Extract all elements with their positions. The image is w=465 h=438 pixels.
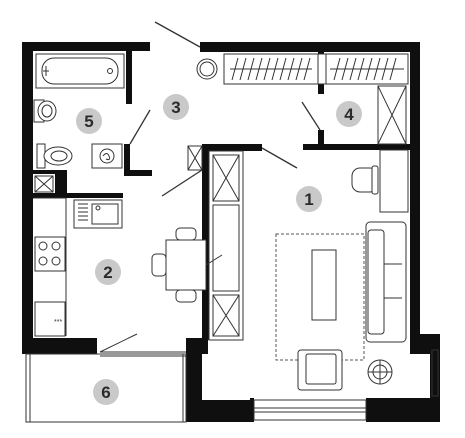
room-badge-5: 5 (76, 108, 102, 134)
tall-wardrobe (208, 150, 244, 341)
chair-icon (351, 165, 379, 195)
room-number-2: 2 (103, 263, 112, 282)
room4-door (301, 101, 321, 131)
cabinet-icon (187, 145, 203, 171)
fridge-icon: *** (34, 301, 66, 337)
room-number-3: 3 (171, 98, 180, 117)
armchair-icon (297, 349, 343, 391)
washing-machine-icon (91, 143, 123, 169)
dining-table-icon (151, 227, 223, 303)
room-badge-6: 6 (93, 379, 119, 405)
toilet-icon (36, 143, 73, 169)
room-number-1: 1 (304, 190, 313, 209)
windows (253, 349, 439, 421)
room-labels: 1 2 3 4 5 6 (76, 94, 362, 405)
desk-icon (379, 149, 409, 213)
room-badge-3: 3 (163, 94, 189, 120)
floor-lamp-icon (367, 359, 393, 385)
sink-icon (33, 99, 57, 123)
balcony (25, 333, 187, 423)
svg-text:***: *** (54, 319, 62, 326)
kitchen-sink-icon (73, 199, 123, 229)
lamp-icon (196, 58, 218, 80)
room-number-5: 5 (84, 112, 93, 131)
wardrobe-icon (223, 53, 409, 85)
kitchen-counter (33, 197, 67, 336)
room-badge-4: 4 (336, 101, 362, 127)
kitchen-door (161, 169, 203, 197)
sofa-icon (365, 221, 407, 343)
room4-shelving (377, 85, 407, 145)
room-badge-2: 2 (95, 259, 121, 285)
boiler-icon (34, 175, 54, 193)
bathtub-icon (35, 53, 125, 89)
entrance-door (154, 21, 201, 48)
coffee-table (311, 249, 337, 321)
room-badge-1: 1 (296, 186, 322, 212)
living-door (261, 147, 298, 169)
stove-icon (34, 236, 66, 272)
bath-door (129, 109, 151, 145)
room-number-6: 6 (101, 383, 110, 402)
room-number-4: 4 (344, 105, 354, 124)
